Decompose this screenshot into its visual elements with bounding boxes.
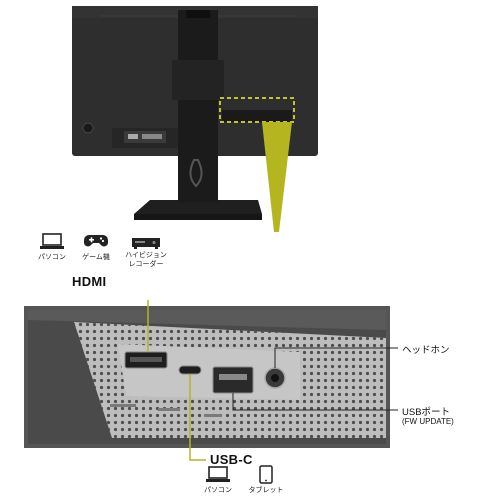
device-label: タブレット [248, 487, 284, 494]
device-label-line1: ハイビジョン [125, 252, 167, 259]
device-game-console: ゲーム機 [76, 232, 116, 268]
gamepad-icon [84, 235, 108, 247]
hdmi-callout-line [147, 300, 149, 352]
headphone-callout-line [274, 347, 398, 368]
usb-port-note: (FW UPDATE) [402, 417, 454, 426]
callout-pointer [262, 122, 292, 232]
device-label: パソコン [38, 254, 66, 261]
device-label-line2: レコーダー [128, 261, 164, 268]
device-label: ゲーム機 [82, 254, 110, 261]
device-laptop: パソコン [32, 232, 72, 268]
monitor-stand-base [134, 200, 262, 214]
port-closeup-panel [24, 300, 398, 461]
monitor-back-illustration [72, 6, 318, 232]
device-recorder: ハイビジョン レコーダー [118, 232, 174, 272]
tablet-icon [259, 465, 273, 484]
laptop-icon [40, 233, 64, 249]
device-label: パソコン [204, 487, 232, 494]
usbc-label: USB-C [210, 452, 253, 467]
laptop-icon [206, 466, 230, 482]
usb-port-callout-line [232, 393, 398, 411]
device-tablet-bottom: タブレット [244, 465, 288, 499]
usbc-port [178, 365, 202, 375]
usbc-callout-line [189, 374, 206, 461]
usb-port-label: USBポート [402, 407, 451, 418]
headphone-label: ヘッドホン [402, 345, 450, 356]
recorder-icon [132, 238, 160, 249]
hdmi-label: HDMI [72, 274, 107, 289]
port-highlight-box [219, 97, 295, 123]
monitor-stand-neck [178, 10, 218, 202]
device-laptop-bottom: パソコン [196, 465, 240, 499]
